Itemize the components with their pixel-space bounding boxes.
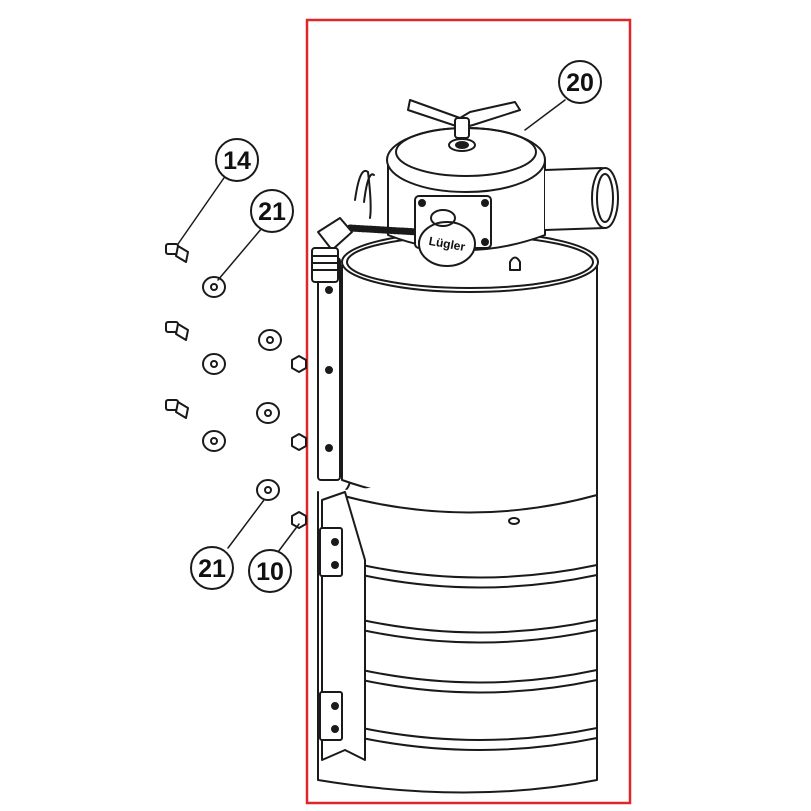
callout-21-bottom-label: 21 (198, 555, 226, 583)
callout-10-circle (248, 549, 292, 593)
t-handle-knob (407, 99, 521, 152)
callout-14-circle (215, 138, 259, 182)
nut-3 (291, 511, 307, 529)
bolt-1 (165, 243, 189, 263)
lower-canister (317, 469, 598, 794)
upper-cylinder (341, 231, 599, 504)
washer-6 (256, 479, 280, 501)
washer-5 (256, 402, 280, 424)
highlight-frame[interactable] (305, 18, 632, 805)
callout-21-top-circle (250, 189, 294, 233)
bolt-3 (165, 399, 189, 419)
motor-housing (311, 99, 619, 283)
washer-2 (202, 353, 226, 375)
callout-21-bottom-circle (190, 546, 234, 590)
callout-10-label: 10 (256, 558, 284, 586)
leader-lines (177, 99, 566, 553)
washer-4 (258, 329, 282, 351)
callout-21-top-label: 21 (258, 198, 286, 226)
washer-1 (202, 276, 226, 298)
callout-14-label: 14 (223, 147, 251, 175)
nut-2 (291, 433, 307, 451)
callout-20-label: 20 (566, 69, 594, 97)
callout-20-circle (558, 60, 602, 104)
brand-label: Lügler (428, 234, 467, 254)
washer-3 (202, 430, 226, 452)
bolt-2 (165, 321, 189, 341)
nut-1 (291, 355, 307, 373)
